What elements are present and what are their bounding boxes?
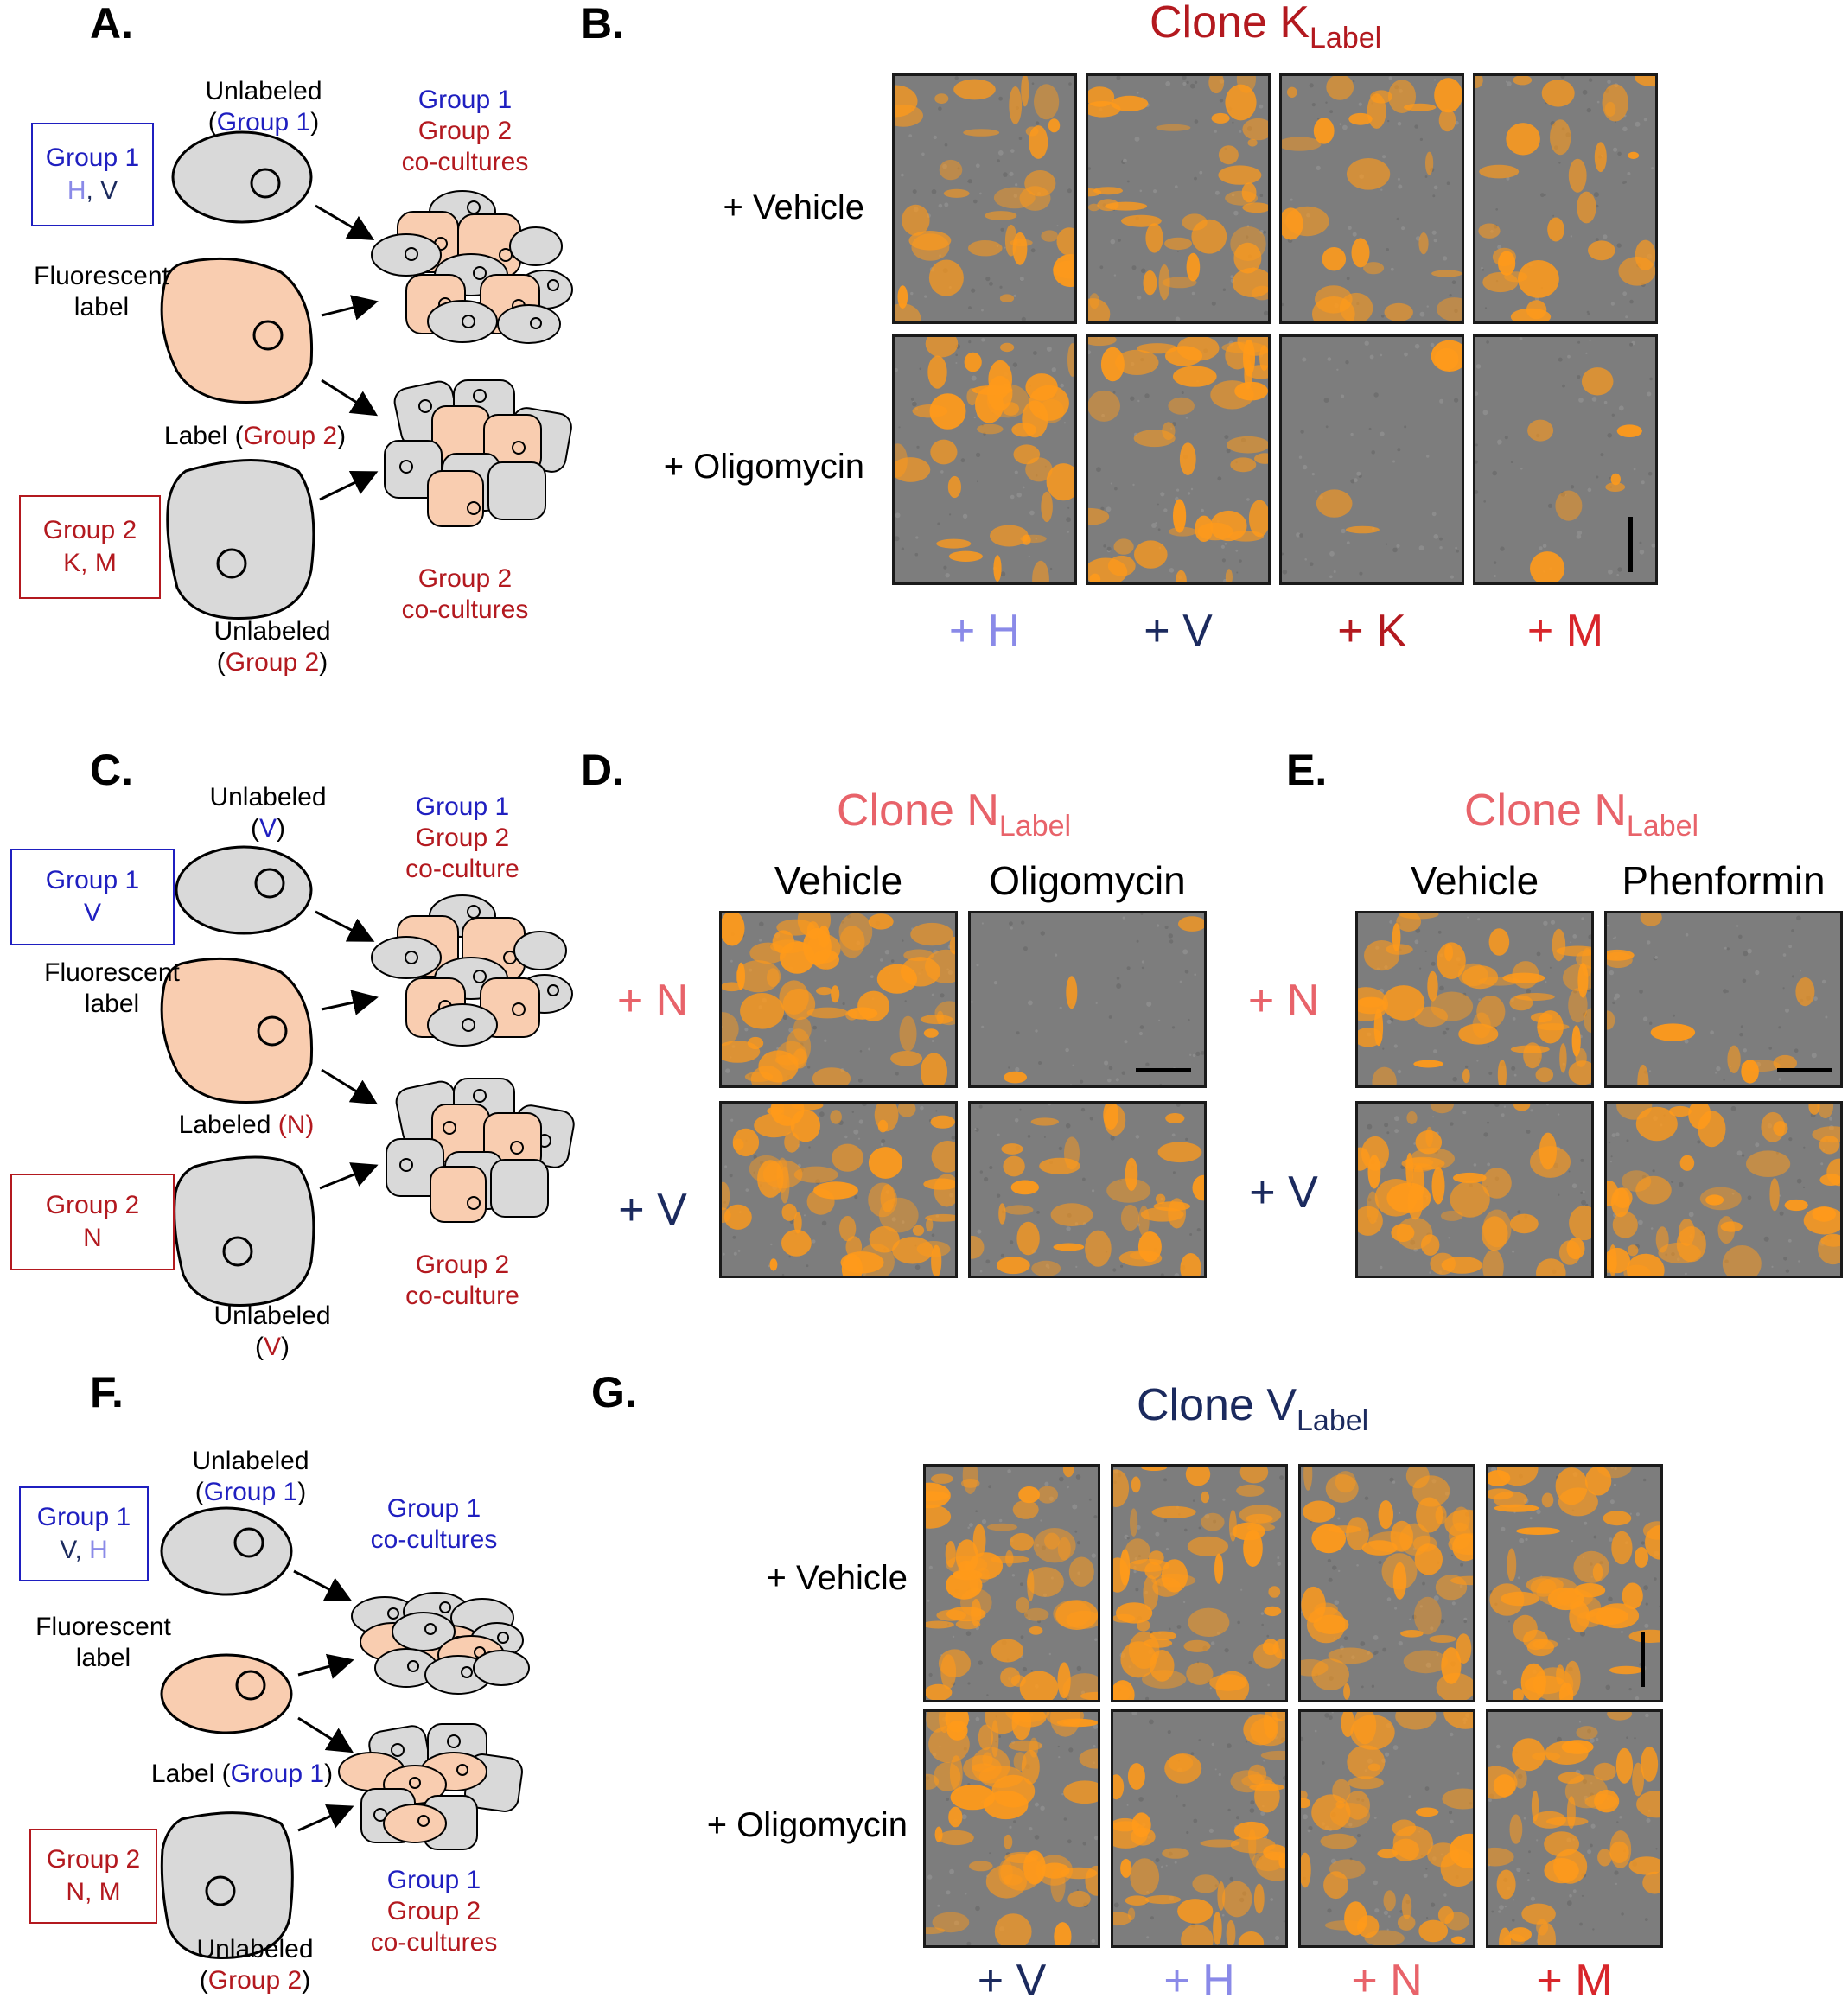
schematic-a-output-1: Group 1 Group 2 co-cultures (401, 86, 529, 176)
schematic-a-unlabeled-2: Unlabeled (Group 2) (213, 617, 331, 677)
panel-d-row-v: + V (618, 1185, 687, 1235)
schematic-f-group1-clones: V, H (60, 1536, 108, 1564)
panel-d-title: Clone NLabel (837, 786, 1072, 843)
micrograph-e-n-phenformin (1604, 911, 1843, 1088)
schematic-a-group1-clones: H, V (67, 176, 118, 205)
scale-bar-b (1628, 517, 1633, 572)
micrograph-b-vehicle-m (1473, 73, 1658, 324)
panel-g-col-h: + H (1163, 1956, 1235, 2006)
panel-b-col-m: + M (1526, 606, 1604, 656)
micrograph-b-oligomycin-k (1279, 334, 1464, 585)
panel-label-d: D. (581, 746, 624, 794)
micrograph-e-n-vehicle (1355, 911, 1594, 1088)
panel-b-col-h: + H (948, 606, 1021, 656)
scale-bar-d (1136, 1068, 1191, 1072)
schematic-a-drawing (160, 130, 573, 620)
schematic-a-group1-title: Group 1 (45, 143, 140, 172)
micrograph-d-v-oligomycin (968, 1101, 1207, 1278)
micrograph-d-n-vehicle (719, 911, 958, 1088)
schematic-f-unlabeled-2: Unlabeled (Group 2) (196, 1935, 314, 1995)
schematic-c-group2-box: Group 2 N (10, 1174, 175, 1270)
panel-g-col-m: + M (1536, 1956, 1613, 2006)
micrograph-g-oligomycin-m (1486, 1709, 1663, 1948)
schematic-a-label-group2: Label (Group 2) (163, 422, 347, 450)
micrograph-e-v-phenformin (1604, 1101, 1843, 1278)
schematic-c-label-group2: Labeled (N) (178, 1111, 315, 1139)
micrograph-d-v-vehicle (719, 1101, 958, 1278)
micrograph-g-vehicle-h (1111, 1464, 1288, 1702)
panel-label-g: G. (591, 1368, 637, 1416)
micrograph-g-vehicle-m (1486, 1464, 1663, 1702)
schematic-c-group1-box: Group 1 V (10, 849, 175, 945)
panel-b-col-k: + K (1337, 606, 1406, 656)
schematic-f-output-1: Group 1 co-cultures (370, 1494, 498, 1554)
panel-g-row-oligomycin: + Oligomycin (706, 1806, 908, 1844)
schematic-a-group2-clones: K, M (63, 549, 117, 577)
schematic-c-group2-title: Group 2 (45, 1191, 140, 1219)
schematic-c-group1-title: Group 1 (45, 866, 140, 894)
panel-label-c: C. (90, 746, 133, 794)
panel-label-a: A. (90, 0, 133, 48)
micrograph-b-oligomycin-m (1473, 334, 1658, 585)
micrograph-g-vehicle-v (923, 1464, 1100, 1702)
schematic-c-group1-clones: V (83, 899, 101, 927)
schematic-f-label-group1: Label (Group 1) (150, 1760, 334, 1788)
panel-label-b: B. (581, 0, 624, 48)
micrograph-g-vehicle-n (1298, 1464, 1475, 1702)
schematic-f-unlabeled-1: Unlabeled (Group 1) (192, 1447, 309, 1506)
schematic-c-output-1: Group 1 Group 2 co-culture (405, 792, 519, 883)
schematic-a-group1-box: Group 1 H, V (31, 123, 154, 226)
schematic-c-unlabeled-1: Unlabeled (V) (209, 783, 327, 843)
micrograph-g-oligomycin-n (1298, 1709, 1475, 1948)
panel-b-row-oligomycin: + Oligomycin (663, 448, 864, 486)
panel-e-col-vehicle: Vehicle (1410, 858, 1539, 903)
micrograph-e-v-vehicle (1355, 1101, 1594, 1278)
schematic-f-output-2: Group 1 Group 2 co-cultures (370, 1866, 498, 1957)
panel-label-f: F. (90, 1368, 124, 1416)
panel-g-col-v: + V (977, 1956, 1047, 2006)
schematic-f-group2-box: Group 2 N, M (29, 1829, 157, 1924)
panel-b-title: Clone KLabel (1150, 0, 1382, 54)
panel-b-col-v: + V (1144, 606, 1213, 656)
scale-bar-e (1777, 1068, 1832, 1072)
panel-d-col-vehicle: Vehicle (774, 858, 903, 903)
schematic-f-group1-title: Group 1 (36, 1503, 131, 1531)
micrograph-d-n-oligomycin (968, 911, 1207, 1088)
micrograph-g-oligomycin-v (923, 1709, 1100, 1948)
panel-g-title: Clone VLabel (1137, 1380, 1369, 1437)
schematic-c-group2-clones: N (83, 1224, 102, 1252)
schematic-a-group2-box: Group 2 K, M (19, 495, 161, 599)
schematic-f-drawing (160, 1506, 530, 1960)
panel-d-row-n: + N (616, 976, 689, 1026)
schematic-a-group2-title: Group 2 (42, 516, 137, 544)
panel-b-row-vehicle: + Vehicle (723, 188, 864, 226)
panel-d-col-oligomycin: Oligomycin (989, 858, 1186, 903)
panel-e-row-n: + N (1247, 976, 1320, 1026)
scale-bar-g (1641, 1632, 1645, 1687)
micrograph-g-oligomycin-h (1111, 1709, 1288, 1948)
schematic-c-unlabeled-2: Unlabeled (V) (213, 1301, 331, 1361)
panel-g-col-n: + N (1351, 1956, 1423, 2006)
panel-e-title: Clone NLabel (1464, 786, 1699, 843)
schematic-f-group2-clones: N, M (66, 1878, 121, 1906)
panel-e-col-phenformin: Phenformin (1622, 858, 1826, 903)
micrograph-b-oligomycin-v (1086, 334, 1271, 585)
schematic-f-group1-box: Group 1 V, H (19, 1486, 149, 1581)
panel-label-e: E. (1286, 746, 1328, 794)
schematic-f-group2-title: Group 2 (46, 1845, 141, 1874)
micrograph-b-vehicle-k (1279, 73, 1464, 324)
micrograph-b-vehicle-h (892, 73, 1077, 324)
panel-g-row-vehicle: + Vehicle (766, 1559, 908, 1597)
micrograph-b-oligomycin-h (892, 334, 1077, 585)
schematic-c-drawing (160, 845, 575, 1308)
micrograph-b-vehicle-v (1086, 73, 1271, 324)
schematic-a-unlabeled-1: Unlabeled (Group 1) (205, 77, 322, 137)
panel-e-row-v: + V (1249, 1168, 1318, 1218)
